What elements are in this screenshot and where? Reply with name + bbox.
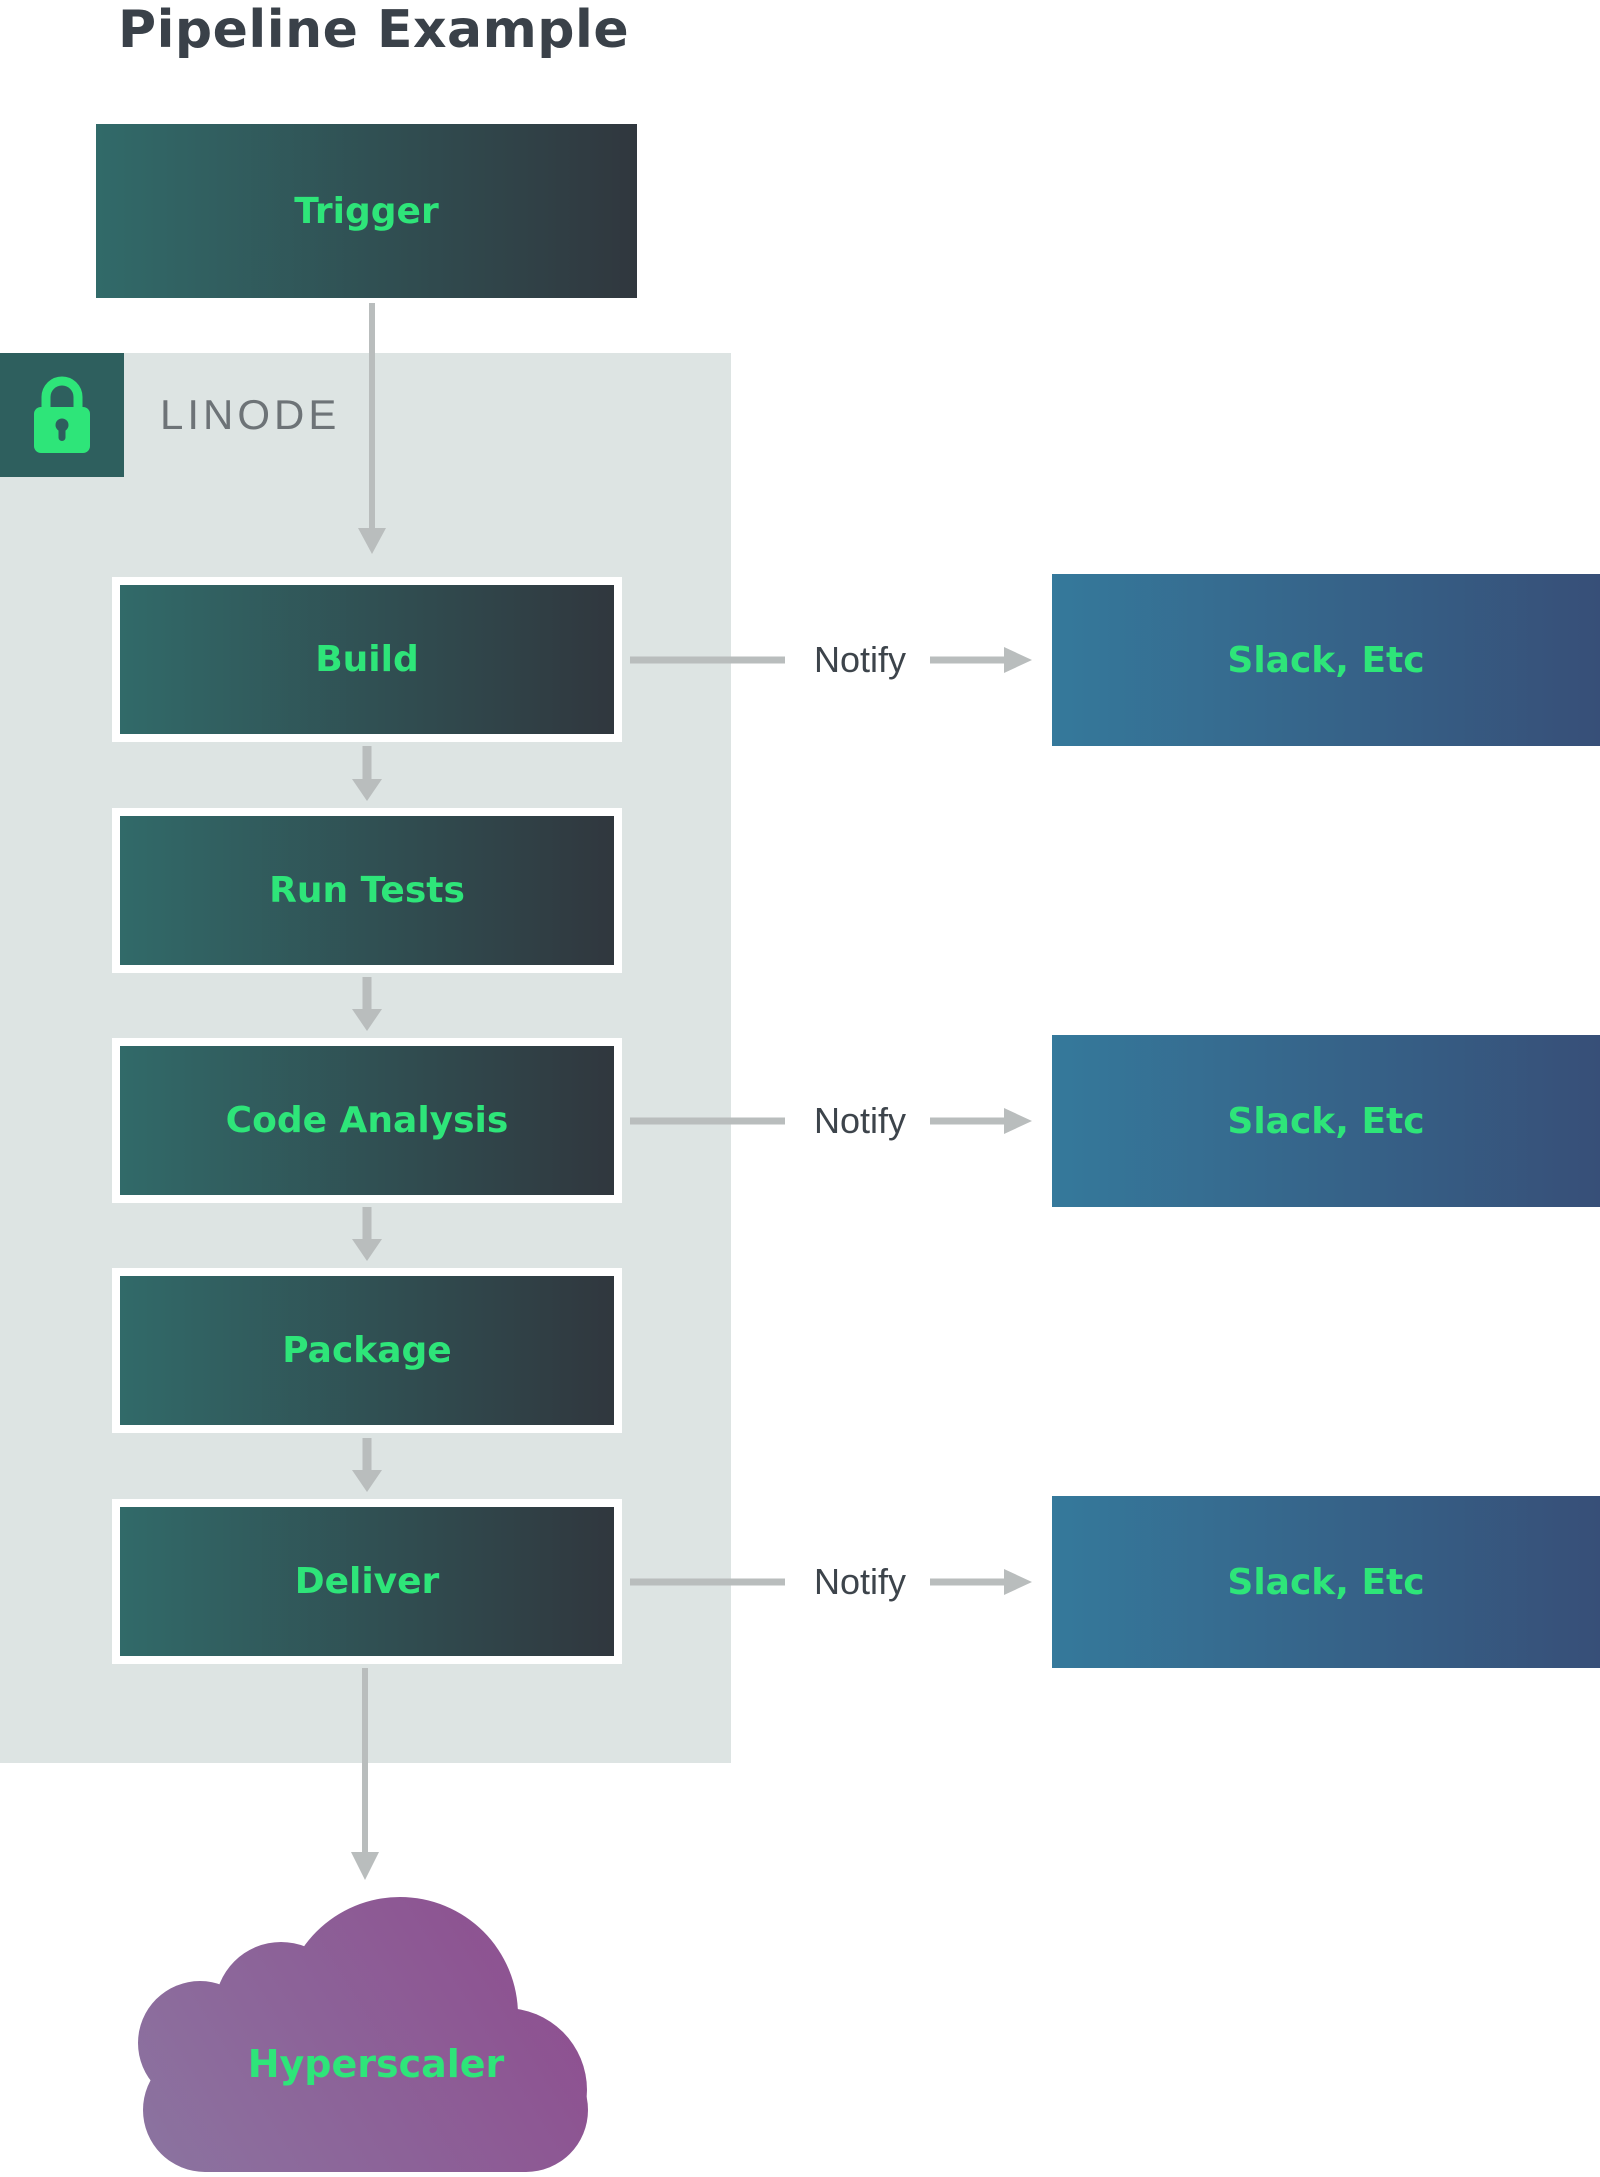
node-deliver: Deliver [112, 1499, 622, 1664]
notify-label-build: Notify [813, 639, 907, 680]
node-package-fill: Package [120, 1276, 614, 1425]
node-deliver-label: Deliver [294, 1561, 440, 1602]
node-build: Build [112, 577, 622, 742]
linode-container-label: LINODE [160, 391, 341, 438]
page-title: Pipeline Example [118, 0, 630, 60]
node-hyperscaler-label: Hyperscaler [247, 2042, 505, 2086]
lock-icon [29, 375, 95, 455]
node-package-label: Package [282, 1330, 452, 1371]
node-code-analysis: Code Analysis [112, 1038, 622, 1203]
node-slack-code-analysis-label: Slack, Etc [1227, 1100, 1425, 1142]
node-trigger-label: Trigger [294, 190, 439, 232]
node-run-tests-fill: Run Tests [120, 816, 614, 965]
node-run-tests: Run Tests [112, 808, 622, 973]
node-run-tests-label: Run Tests [269, 870, 465, 911]
node-slack-deliver: Slack, Etc [1052, 1496, 1600, 1668]
node-slack-build-label: Slack, Etc [1227, 639, 1425, 681]
node-code-analysis-label: Code Analysis [225, 1100, 509, 1141]
node-slack-build: Slack, Etc [1052, 574, 1600, 746]
hyperscaler-cloud-shape [138, 1897, 588, 2172]
node-deliver-fill: Deliver [120, 1507, 614, 1656]
lock-badge [0, 353, 124, 477]
node-trigger: Trigger [96, 124, 637, 298]
notify-label-code-analysis: Notify [813, 1100, 907, 1141]
node-build-label: Build [315, 639, 419, 680]
node-build-fill: Build [120, 585, 614, 734]
node-code-analysis-fill: Code Analysis [120, 1046, 614, 1195]
node-slack-code-analysis: Slack, Etc [1052, 1035, 1600, 1207]
node-package: Package [112, 1268, 622, 1433]
node-slack-deliver-label: Slack, Etc [1227, 1561, 1425, 1603]
notify-label-deliver: Notify [813, 1561, 907, 1602]
